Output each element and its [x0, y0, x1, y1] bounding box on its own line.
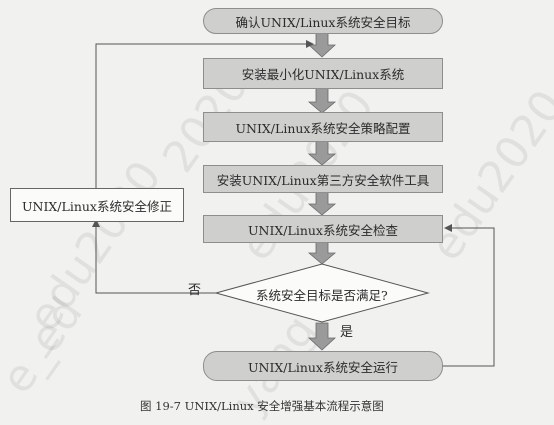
arrow-step2-step3 [307, 139, 337, 166]
node-label: UNIX/Linux系统安全运行 [248, 359, 398, 375]
node-label: UNIX/Linux系统安全检查 [248, 222, 398, 238]
arrow-step1-step2 [307, 87, 337, 114]
edge-correction-to-step1 [95, 40, 314, 188]
node-secure-operation: UNIX/Linux系统安全运行 [203, 351, 443, 381]
node-install-tools: 安装UNIX/Linux第三方安全软件工具 [203, 165, 443, 193]
node-label: 安装最小化UNIX/Linux系统 [241, 67, 405, 82]
arrow-start-step1 [307, 31, 337, 58]
node-security-check: UNIX/Linux系统安全检查 [203, 215, 443, 243]
edge-label-no: 否 [188, 283, 202, 298]
decision-label: 系统安全目标是否满足? [256, 288, 388, 303]
arrow-decision-end [307, 322, 337, 351]
node-policy-config: UNIX/Linux系统安全策略配置 [203, 112, 443, 142]
node-label: UNIX/Linux系统安全修正 [22, 198, 172, 214]
down-arrows [307, 31, 337, 351]
node-label: 确认UNIX/Linux系统安全目标 [235, 14, 411, 30]
node-install-minimal: 安装最小化UNIX/Linux系统 [203, 58, 443, 89]
node-security-correction: UNIX/Linux系统安全修正 [10, 188, 184, 222]
edge-end-to-inspection [441, 224, 495, 367]
node-label: UNIX/Linux系统安全策略配置 [235, 120, 411, 136]
node-confirm-goal: 确认UNIX/Linux系统安全目标 [203, 8, 443, 34]
figure-caption: 图 19-7 UNIX/Linux 安全增强基本流程示意图 [140, 399, 384, 413]
edge-no-to-correction [92, 219, 216, 294]
arrow-step3-step4 [307, 190, 337, 216]
node-label: 安装UNIX/Linux第三方安全软件工具 [216, 172, 430, 188]
edge-label-yes: 是 [340, 325, 354, 340]
arrow-step4-decision [307, 240, 337, 265]
decision-diamond [214, 263, 430, 323]
